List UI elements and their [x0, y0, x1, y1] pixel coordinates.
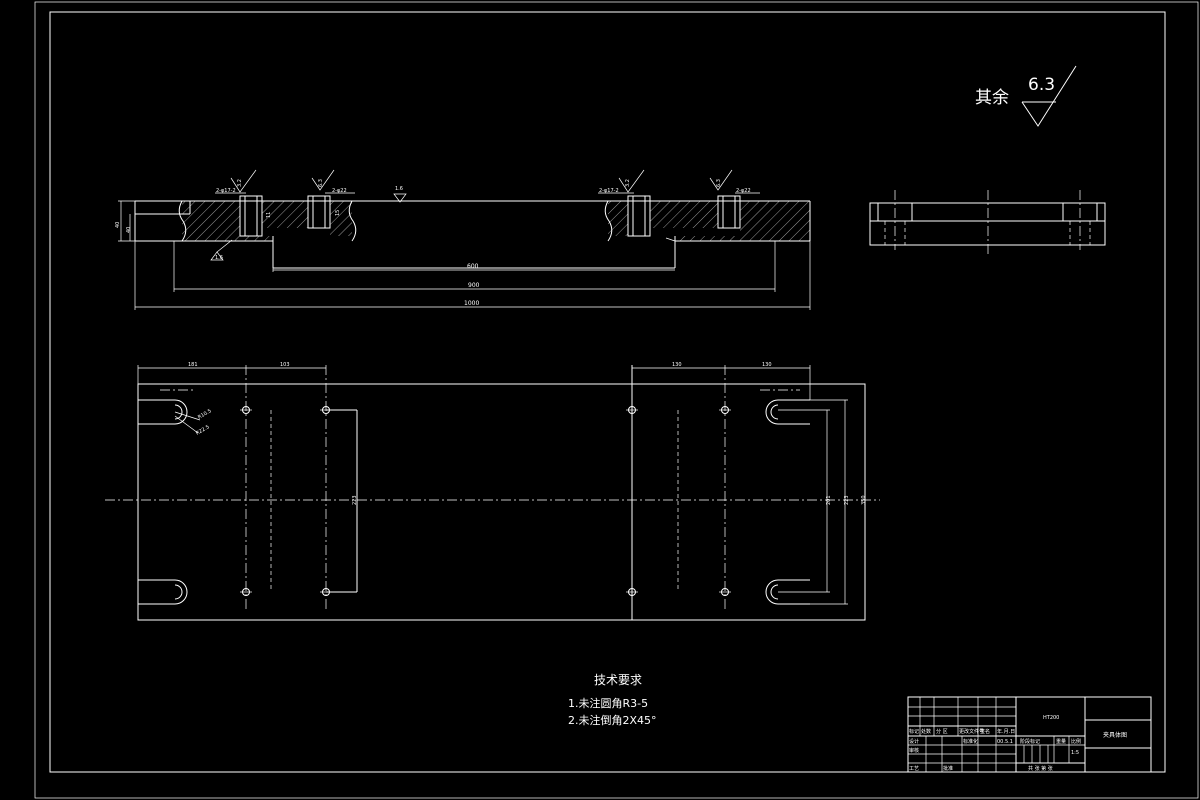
side-view — [869, 190, 1106, 255]
surface-mark-2: 6.3 — [318, 179, 324, 187]
header-cell-3: 分 区 — [936, 728, 948, 735]
dim-1000: 1000 — [464, 300, 479, 307]
scale-label: 比例 — [1071, 738, 1081, 745]
header-cell-5: 签名 — [980, 728, 990, 735]
stage-label: 阶段标记 — [1020, 738, 1040, 745]
row-label-5: 批准 — [943, 765, 953, 772]
header-cell-4: 更改文件号 — [959, 728, 984, 735]
vdim-left-223: 223 — [352, 495, 358, 505]
height-dim-2: 40 — [126, 227, 132, 233]
hole-callout-3: 2-φ17-2 — [599, 188, 619, 194]
header-cell-6: 年.月.日 — [997, 728, 1015, 735]
hole-callout-4: 2-φ22 — [736, 188, 751, 194]
header-cell-2: 处数 — [921, 728, 931, 735]
dim-900: 900 — [468, 282, 480, 289]
dim-600: 600 — [467, 263, 479, 270]
inner-border — [49, 11, 1166, 773]
sheet-info: 共 张 第 张 — [1028, 765, 1053, 772]
top-dim-130-1: 130 — [672, 362, 682, 368]
roughness-value: 6.3 — [1028, 75, 1055, 95]
tech-req-item-1: 1.未注圆角R3-5 — [568, 696, 648, 710]
scale-value: 1:5 — [1071, 750, 1079, 756]
hole-callouts: 2-φ17-2 2-φ22 2-φ17-2 2-φ22 11 15 — [215, 188, 760, 218]
surface-mark-5: 6.3 — [716, 179, 722, 187]
tech-req-title: 技术要求 — [594, 673, 642, 687]
hole-callout-1: 2-φ17-2 — [216, 188, 236, 194]
material: HT200 — [1043, 715, 1059, 721]
weight-label: 重量 — [1056, 738, 1066, 745]
row-label-2: 审核 — [909, 747, 919, 754]
vdim-350: 350 — [861, 495, 867, 505]
top-dim-103: 103 — [280, 362, 290, 368]
roughness-symbol: 其余 6.3 — [975, 65, 1077, 127]
top-dim-130-2: 130 — [762, 362, 772, 368]
height-dim-1: 40 — [115, 222, 121, 228]
tech-requirements: 技术要求 1.未注圆角R3-5 2.未注倒角2X45° — [568, 673, 657, 727]
tech-req-item-2: 2.未注倒角2X45° — [568, 713, 657, 727]
row-label-3: 工艺 — [909, 766, 919, 772]
row-label-4: 标准化 — [963, 738, 978, 745]
row-label-1: 设计 — [909, 738, 919, 745]
small-dim-1: 11 — [266, 212, 272, 218]
roughness-label: 其余 — [975, 88, 1009, 108]
surface-mark-4: 3.2 — [625, 179, 631, 187]
small-dim-2: 15 — [335, 210, 341, 216]
outer-border — [34, 1, 1199, 799]
length-dims: 600 900 1000 — [134, 241, 811, 310]
surface-mark-1: 3.2 — [237, 179, 243, 187]
height-dims: 40 40 — [115, 200, 135, 242]
slot-label-1: R10.5 — [197, 408, 213, 421]
vdim-201: 201 — [826, 495, 832, 505]
slot-label-2: R22.5 — [195, 424, 211, 437]
part-name: 夹具体图 — [1103, 731, 1127, 739]
header-cell-1: 标记 — [909, 728, 919, 735]
title-block: 标记 处数 分 区 更改文件号 签名 年.月.日 设计 审核 工艺 标准化 批准… — [907, 696, 1152, 773]
plan-view: R10.5 R22.5 223 181 103 — [105, 362, 880, 621]
top-dim-181: 181 — [188, 362, 198, 368]
surface-mark-6: 1.6 — [215, 255, 223, 261]
vdim-223: 223 — [844, 495, 850, 505]
hole-callout-2: 2-φ22 — [332, 188, 347, 194]
front-surface-marks: 3.2 6.3 1.6 3.2 6.3 1.6 — [210, 169, 733, 261]
drawing-date: 00.5.1 — [997, 739, 1013, 745]
title-block-header: 标记 处数 分 区 更改文件号 签名 年.月.日 设计 审核 工艺 标准化 批准… — [909, 728, 1015, 772]
front-section-view: 3.2 6.3 1.6 3.2 6.3 1.6 2-φ17-2 2-φ22 2-… — [115, 169, 811, 310]
surface-mark-3: 1.6 — [395, 186, 403, 192]
